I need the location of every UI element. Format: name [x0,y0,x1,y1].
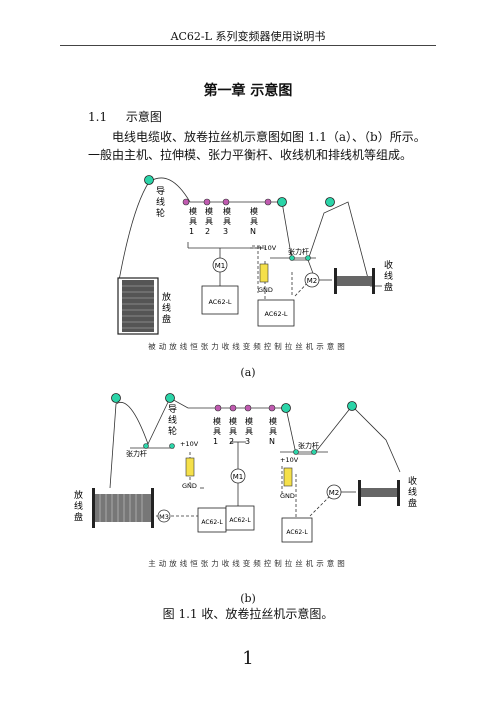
inverter-label-a1: AC62-L [208,298,231,306]
takeup-label-b: 收线盘 [408,475,417,509]
die-icon [244,404,252,412]
die-icon [182,198,190,206]
motor-m3-icon [157,509,171,523]
potentiometer-icon [259,263,269,283]
takeup-spool-b [341,480,400,506]
m1-label-b: M1 [233,473,244,481]
payoff-spool-b [92,488,154,528]
tension-pulley-icon [293,449,299,455]
pulley-icon [111,393,121,403]
inverter-box [257,299,295,327]
inverter-label-a2: AC62-L [264,310,287,318]
takeup-label-a: 收线盘 [384,259,393,293]
v10-label-a: +10V [258,244,277,252]
tension-pulley-icon [311,449,317,455]
takeup-spool-a [319,268,375,294]
payoff-spool-a [117,277,159,335]
die-icon [264,198,272,206]
m1-label-a: M1 [215,262,226,270]
v10-label-b1: +10V [180,440,199,448]
section-heading: 1.1 示意图 [88,108,162,125]
dies-a [182,198,272,206]
tension-pulley-icon [305,255,311,261]
tension-bar-label-a: 张力杆 [288,247,309,256]
running-header: AC62-L 系列变频器使用说明书 [170,30,326,43]
guide-wheel-label-a: 导线轮 [156,186,165,219]
tension-bar-label-b1: 张力杆 [126,449,147,458]
guide-pulley-b [165,393,175,403]
pulley-icon [325,197,335,207]
tension-pulley-icon [169,443,175,449]
inverter-box [197,507,227,533]
page-number: 1 [242,648,254,669]
body-paragraph: 电线电缆收、放卷拉丝机示意图如图 1.1（a）、（b）所示。一般由主机、拉伸模、… [88,130,426,162]
inverter-label-b2: AC62-L [229,517,251,524]
potentiometer-icon [185,457,195,477]
inverter-label-b1: AC62-L [201,519,223,526]
tension-bar-label-b2: 张力杆 [298,441,319,450]
pulley-icon [277,197,287,207]
wire-path-b [109,397,401,489]
m3-label-b: M3 [159,513,169,521]
gnd-label-b2: GND [280,492,295,500]
die-icon [214,404,222,412]
inverter-label-b3: AC62-L [286,529,308,536]
label-b: (b) [240,592,256,605]
pulley-icon [347,401,357,411]
tension-pulley-icon [143,443,149,449]
chapter-title: 第一章 示意图 [203,83,293,99]
motor-m1-icon [212,257,228,273]
pulley-icon [281,403,291,413]
die-icon [203,198,211,206]
die-icon [229,404,237,412]
payoff-label-b: 放线盘 [74,489,83,523]
label-a: (a) [240,366,256,379]
die-icon [268,404,276,412]
m2-label-a: M2 [307,277,318,285]
gnd-label-b1: GND [182,482,197,490]
m2-label-b: M2 [329,489,340,497]
inverter-box [225,505,255,531]
inverter-box [201,285,239,315]
motor-m1-icon [230,468,246,484]
v10-label-b2: +10V [280,456,299,464]
section-title: 示意图 [125,110,162,124]
gnd-label-a: GND [258,286,273,294]
die-icon [222,198,230,206]
diagram-caption-a: 被动放线恒张力收线变频控制拉丝机示意图 [148,341,348,351]
header-rule [60,45,436,46]
guide-pulley-a [144,175,154,185]
potentiometer-icon [283,467,293,487]
inverter-box [281,517,313,543]
tension-pulley-icon [289,255,295,261]
guide-wheel-label-b: 导线轮 [168,404,177,437]
figure-caption: 图 1.1 收、放卷拉丝机示意图。 [162,607,334,621]
section-number: 1.1 [88,110,108,124]
diagram-caption-b: 主动放线恒张力收线变频控制拉丝机示意图 [148,558,348,568]
payoff-label-a: 放线盘 [162,291,171,325]
